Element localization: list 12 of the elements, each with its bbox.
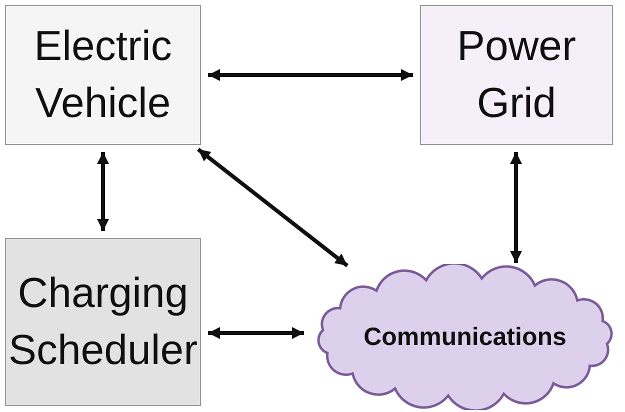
node-label: Power Grid — [456, 21, 578, 128]
node-label: Electric Vehicle — [33, 21, 173, 128]
arrow — [208, 69, 413, 81]
arrow — [97, 152, 109, 231]
node-label: Charging Scheduler — [7, 268, 199, 375]
process-box — [5, 5, 201, 145]
process-box — [420, 5, 613, 145]
process-box — [5, 238, 201, 406]
arrow — [208, 327, 304, 339]
node-label: Communications — [364, 322, 566, 352]
arrow — [196, 148, 349, 268]
arrow — [510, 152, 522, 263]
